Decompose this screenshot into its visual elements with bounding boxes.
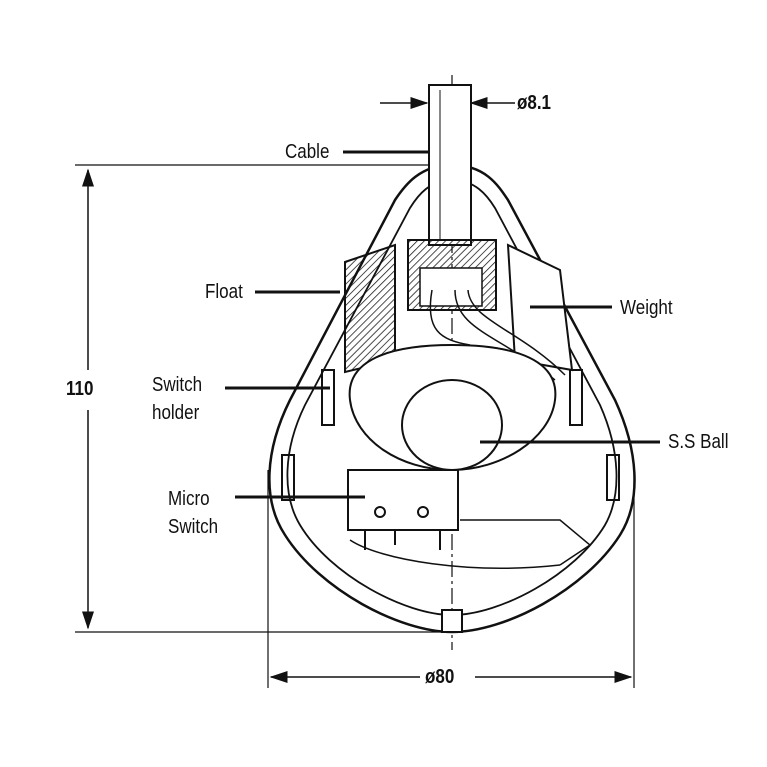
micro-switch-label-2: Switch [168, 516, 219, 538]
cable-label: Cable [285, 141, 330, 163]
float-label: Float [205, 281, 243, 303]
body-diameter-label: ø80 [425, 666, 455, 688]
switch-holder-label-1: Switch [152, 374, 203, 396]
height-label: 110 [66, 378, 94, 400]
ss-ball-label: S.S Ball [668, 431, 729, 453]
ss-ball [401, 379, 503, 471]
micro-switch-label-1: Micro [168, 488, 210, 510]
cable-body [428, 84, 472, 246]
micro-switch [347, 469, 459, 531]
cable-diameter-label: ø8.1 [517, 92, 552, 114]
weight-label: Weight [620, 297, 673, 319]
switch-holder-label-2: holder [152, 402, 200, 424]
